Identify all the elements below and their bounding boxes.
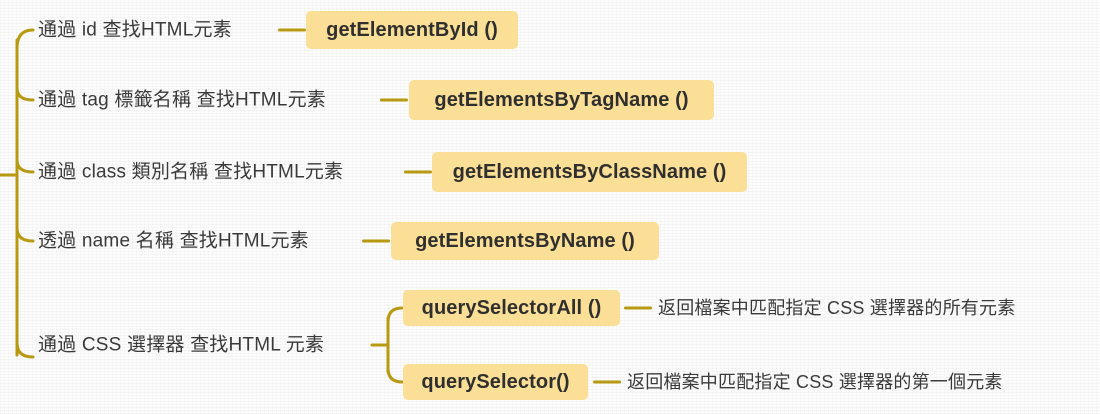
- branch-label-by-name[interactable]: 透過 name 名稱 查找HTML元素: [38, 230, 309, 252]
- branch-label-by-tag-name[interactable]: 通過 tag 標籤名稱 查找HTML元素: [38, 89, 326, 111]
- method-badge-get-element-by-id[interactable]: getElementById (): [306, 11, 518, 49]
- branch-curve-5: [15, 341, 35, 359]
- branch-label-by-id[interactable]: 通過 id 查找HTML元素: [38, 19, 232, 41]
- sub-branch-curve-1: [386, 306, 404, 324]
- branch-label-by-class-name[interactable]: 通過 class 類別名稱 查找HTML元素: [38, 161, 344, 183]
- method-badge-query-selector-all[interactable]: querySelectorAll (): [403, 290, 620, 326]
- connector-by-name: [362, 239, 390, 243]
- branch-label-by-css-selector[interactable]: 通過 CSS 選擇器 查找HTML 元素: [38, 334, 325, 356]
- branch-curve-3: [15, 158, 35, 174]
- description-query-selector: 返回檔案中匹配指定 CSS 選擇器的第一個元素: [627, 372, 1003, 392]
- connector-by-id: [278, 28, 306, 32]
- connector-by-class-name: [404, 170, 432, 174]
- method-badge-query-selector[interactable]: querySelector(): [403, 364, 588, 400]
- description-query-selector-all: 返回檔案中匹配指定 CSS 選擇器的所有元素: [658, 298, 1016, 318]
- branch-curve-4: [15, 226, 35, 243]
- branch-curve-2: [15, 86, 35, 102]
- branch-curve-1: [15, 28, 35, 50]
- sub-branch-curve-2: [386, 366, 404, 384]
- connector-by-tag-name: [380, 98, 408, 102]
- method-badge-get-elements-by-class-name[interactable]: getElementsByClassName (): [432, 152, 747, 192]
- method-badge-get-elements-by-tag-name[interactable]: getElementsByTagName (): [409, 80, 714, 120]
- connector-query-selector: [593, 380, 621, 384]
- connector-query-selector-all: [624, 306, 652, 310]
- method-badge-get-elements-by-name[interactable]: getElementsByName (): [391, 222, 659, 260]
